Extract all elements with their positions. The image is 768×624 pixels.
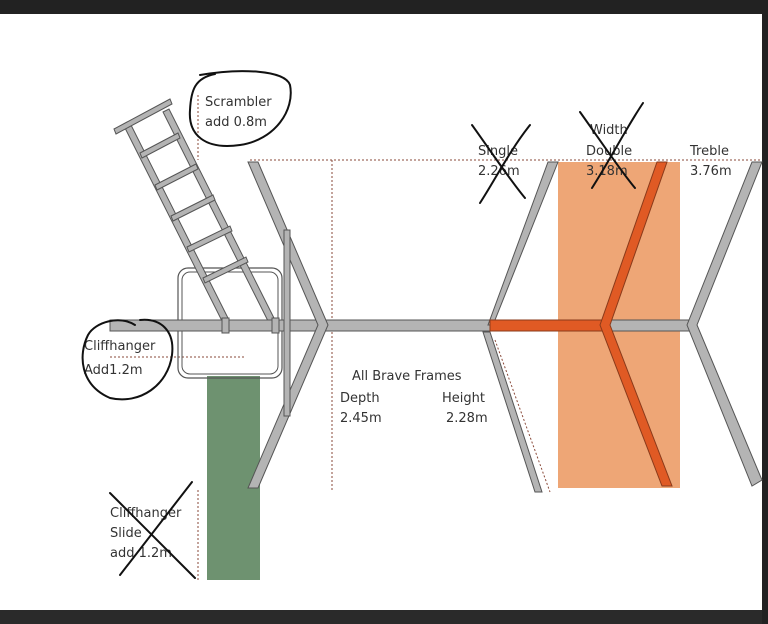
frame-single-upper [487,161,559,326]
cliffhanger-label: Cliffhanger [84,339,156,354]
width-label: Width [590,123,628,138]
slide-label-2: Slide [110,526,142,541]
handwritten-marks [81,70,644,579]
right-edge [762,0,768,624]
single-cross-1 [471,124,526,199]
double-cross-1 [579,111,636,189]
depth-value: 2.45m [340,411,382,426]
treble-value: 3.76m [690,164,732,179]
single-cross-2 [479,124,531,204]
depth-label: Depth [340,391,380,406]
bottom-bar [0,610,768,624]
frame-single-lower [482,331,543,493]
frame-treble [686,161,763,487]
slide-cross-2 [119,481,193,576]
scrambler-circle [188,70,292,147]
double-cross-2 [591,102,644,189]
height-value: 2.28m [446,411,488,426]
cliffhanger-add-label: Add1.2m [84,363,143,378]
double-frame [489,161,673,487]
scrambler-label: Scrambler [205,95,272,110]
slide-area [207,376,260,580]
scrambler-add-label: add 0.8m [205,115,267,130]
slide-label-3: add 1.2m [110,546,172,561]
all-frames-label: All Brave Frames [352,369,462,384]
post [283,229,291,417]
cliffhanger-circle [81,318,174,401]
height-label: Height [442,391,485,406]
slide-cross-1 [109,492,196,579]
frame-left [247,161,329,489]
treble-label: Treble [689,144,729,159]
double-value: 3.18m [586,164,628,179]
top-bar [0,0,768,14]
